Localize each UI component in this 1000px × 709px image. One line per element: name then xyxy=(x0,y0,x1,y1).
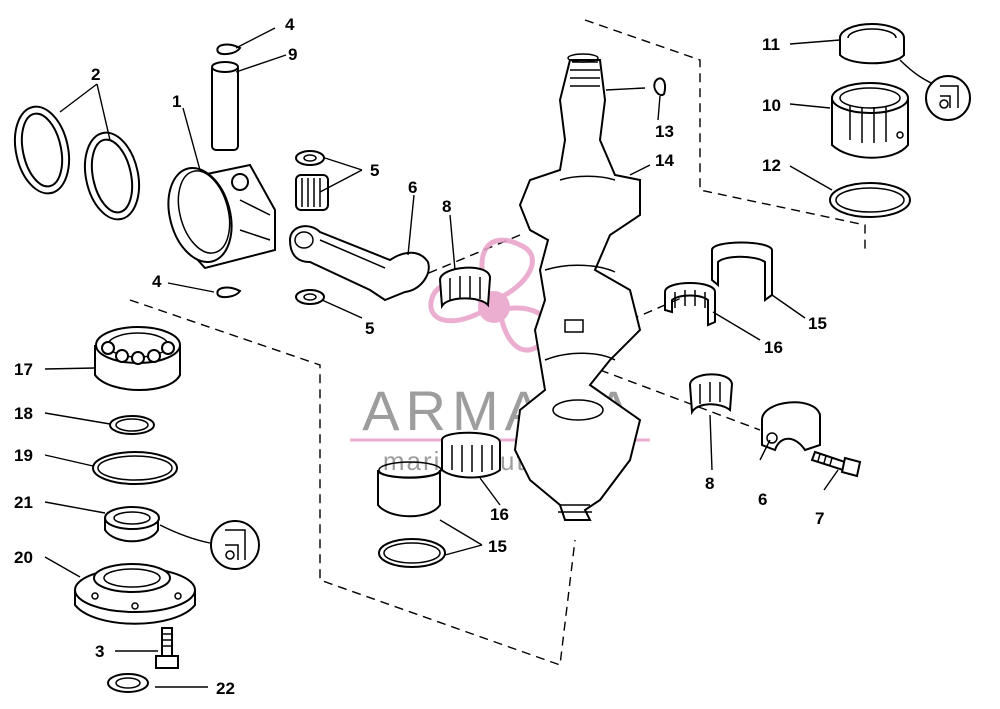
ball-bearing xyxy=(94,326,181,391)
callout-18: 18 xyxy=(14,404,33,423)
needle-bearing-small-end xyxy=(295,174,329,211)
callout-1: 1 xyxy=(172,92,181,111)
callout-21: 21 xyxy=(14,493,33,512)
callout-15-upper: 15 xyxy=(808,314,827,333)
piston xyxy=(167,163,276,270)
callout-9: 9 xyxy=(288,45,297,64)
o-ring-large xyxy=(829,182,911,218)
callout-8-lower: 8 xyxy=(705,474,714,493)
callout-2: 2 xyxy=(91,65,100,84)
callout-4-bottom: 4 xyxy=(152,272,162,291)
connecting-rod-cap xyxy=(761,401,821,452)
bearing-retainer-ring-upper xyxy=(711,241,773,302)
callout-6-rod: 6 xyxy=(408,178,417,197)
main-bearing-sleeve xyxy=(831,82,909,159)
seal-ring xyxy=(839,23,905,65)
callout-15-lower: 15 xyxy=(488,537,507,556)
needle-bearing-cage-a xyxy=(438,266,492,310)
leader-lines xyxy=(44,27,841,688)
callout-6-cap: 6 xyxy=(758,490,767,509)
snap-ring xyxy=(109,415,155,435)
callout-14: 14 xyxy=(655,151,674,170)
needle-bearing-half-lower xyxy=(441,431,501,479)
connecting-rod xyxy=(288,225,430,302)
callout-19: 19 xyxy=(14,446,33,465)
needle-bearing-cage-b xyxy=(688,373,734,416)
callout-20: 20 xyxy=(14,548,33,567)
callout-17: 17 xyxy=(14,360,33,379)
callout-5-bottom: 5 xyxy=(365,319,374,338)
lower-seal xyxy=(104,506,160,543)
callout-16-upper: 16 xyxy=(764,338,783,357)
crankshaft xyxy=(513,53,642,521)
callout-10: 10 xyxy=(762,96,781,115)
callout-4-top: 4 xyxy=(285,15,295,34)
callout-16-lower: 16 xyxy=(490,505,509,524)
thrust-washer-top xyxy=(295,150,325,166)
housing-bolt xyxy=(155,627,179,669)
callout-8-upper: 8 xyxy=(442,197,451,216)
rod-cap-screw xyxy=(810,450,862,478)
piston-rings xyxy=(13,105,141,221)
lower-bearing-housing xyxy=(74,563,196,625)
callout-7: 7 xyxy=(815,509,824,528)
sealant-symbol-top xyxy=(899,59,971,121)
callout-labels: 1 2 3 4 4 5 5 6 6 7 8 8 9 10 11 12 13 14… xyxy=(14,15,827,698)
o-ring-small xyxy=(92,451,178,485)
retaining-ring-bottom xyxy=(216,286,242,299)
callout-11: 11 xyxy=(762,35,780,54)
washer xyxy=(107,673,149,693)
callout-13: 13 xyxy=(655,122,674,141)
wrist-pin xyxy=(211,61,239,151)
thrust-washer-bottom xyxy=(295,289,325,305)
woodruff-key xyxy=(653,77,666,96)
sealant-symbol-bottom xyxy=(159,520,260,570)
callout-12: 12 xyxy=(762,156,781,175)
callout-22: 22 xyxy=(216,679,235,698)
retaining-ring-top xyxy=(216,43,242,56)
needle-bearing-half-upper xyxy=(664,282,716,327)
callout-3: 3 xyxy=(95,642,104,661)
lock-ring-lower xyxy=(378,538,446,568)
callout-5-top: 5 xyxy=(370,161,379,180)
